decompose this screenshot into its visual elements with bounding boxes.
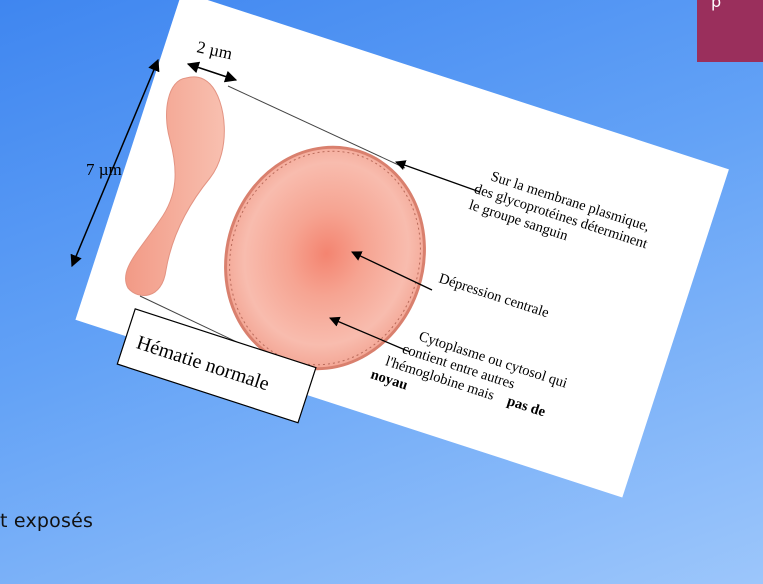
slide-body-text: t exposés (0, 510, 93, 532)
height-label: 7 µm (86, 160, 122, 179)
